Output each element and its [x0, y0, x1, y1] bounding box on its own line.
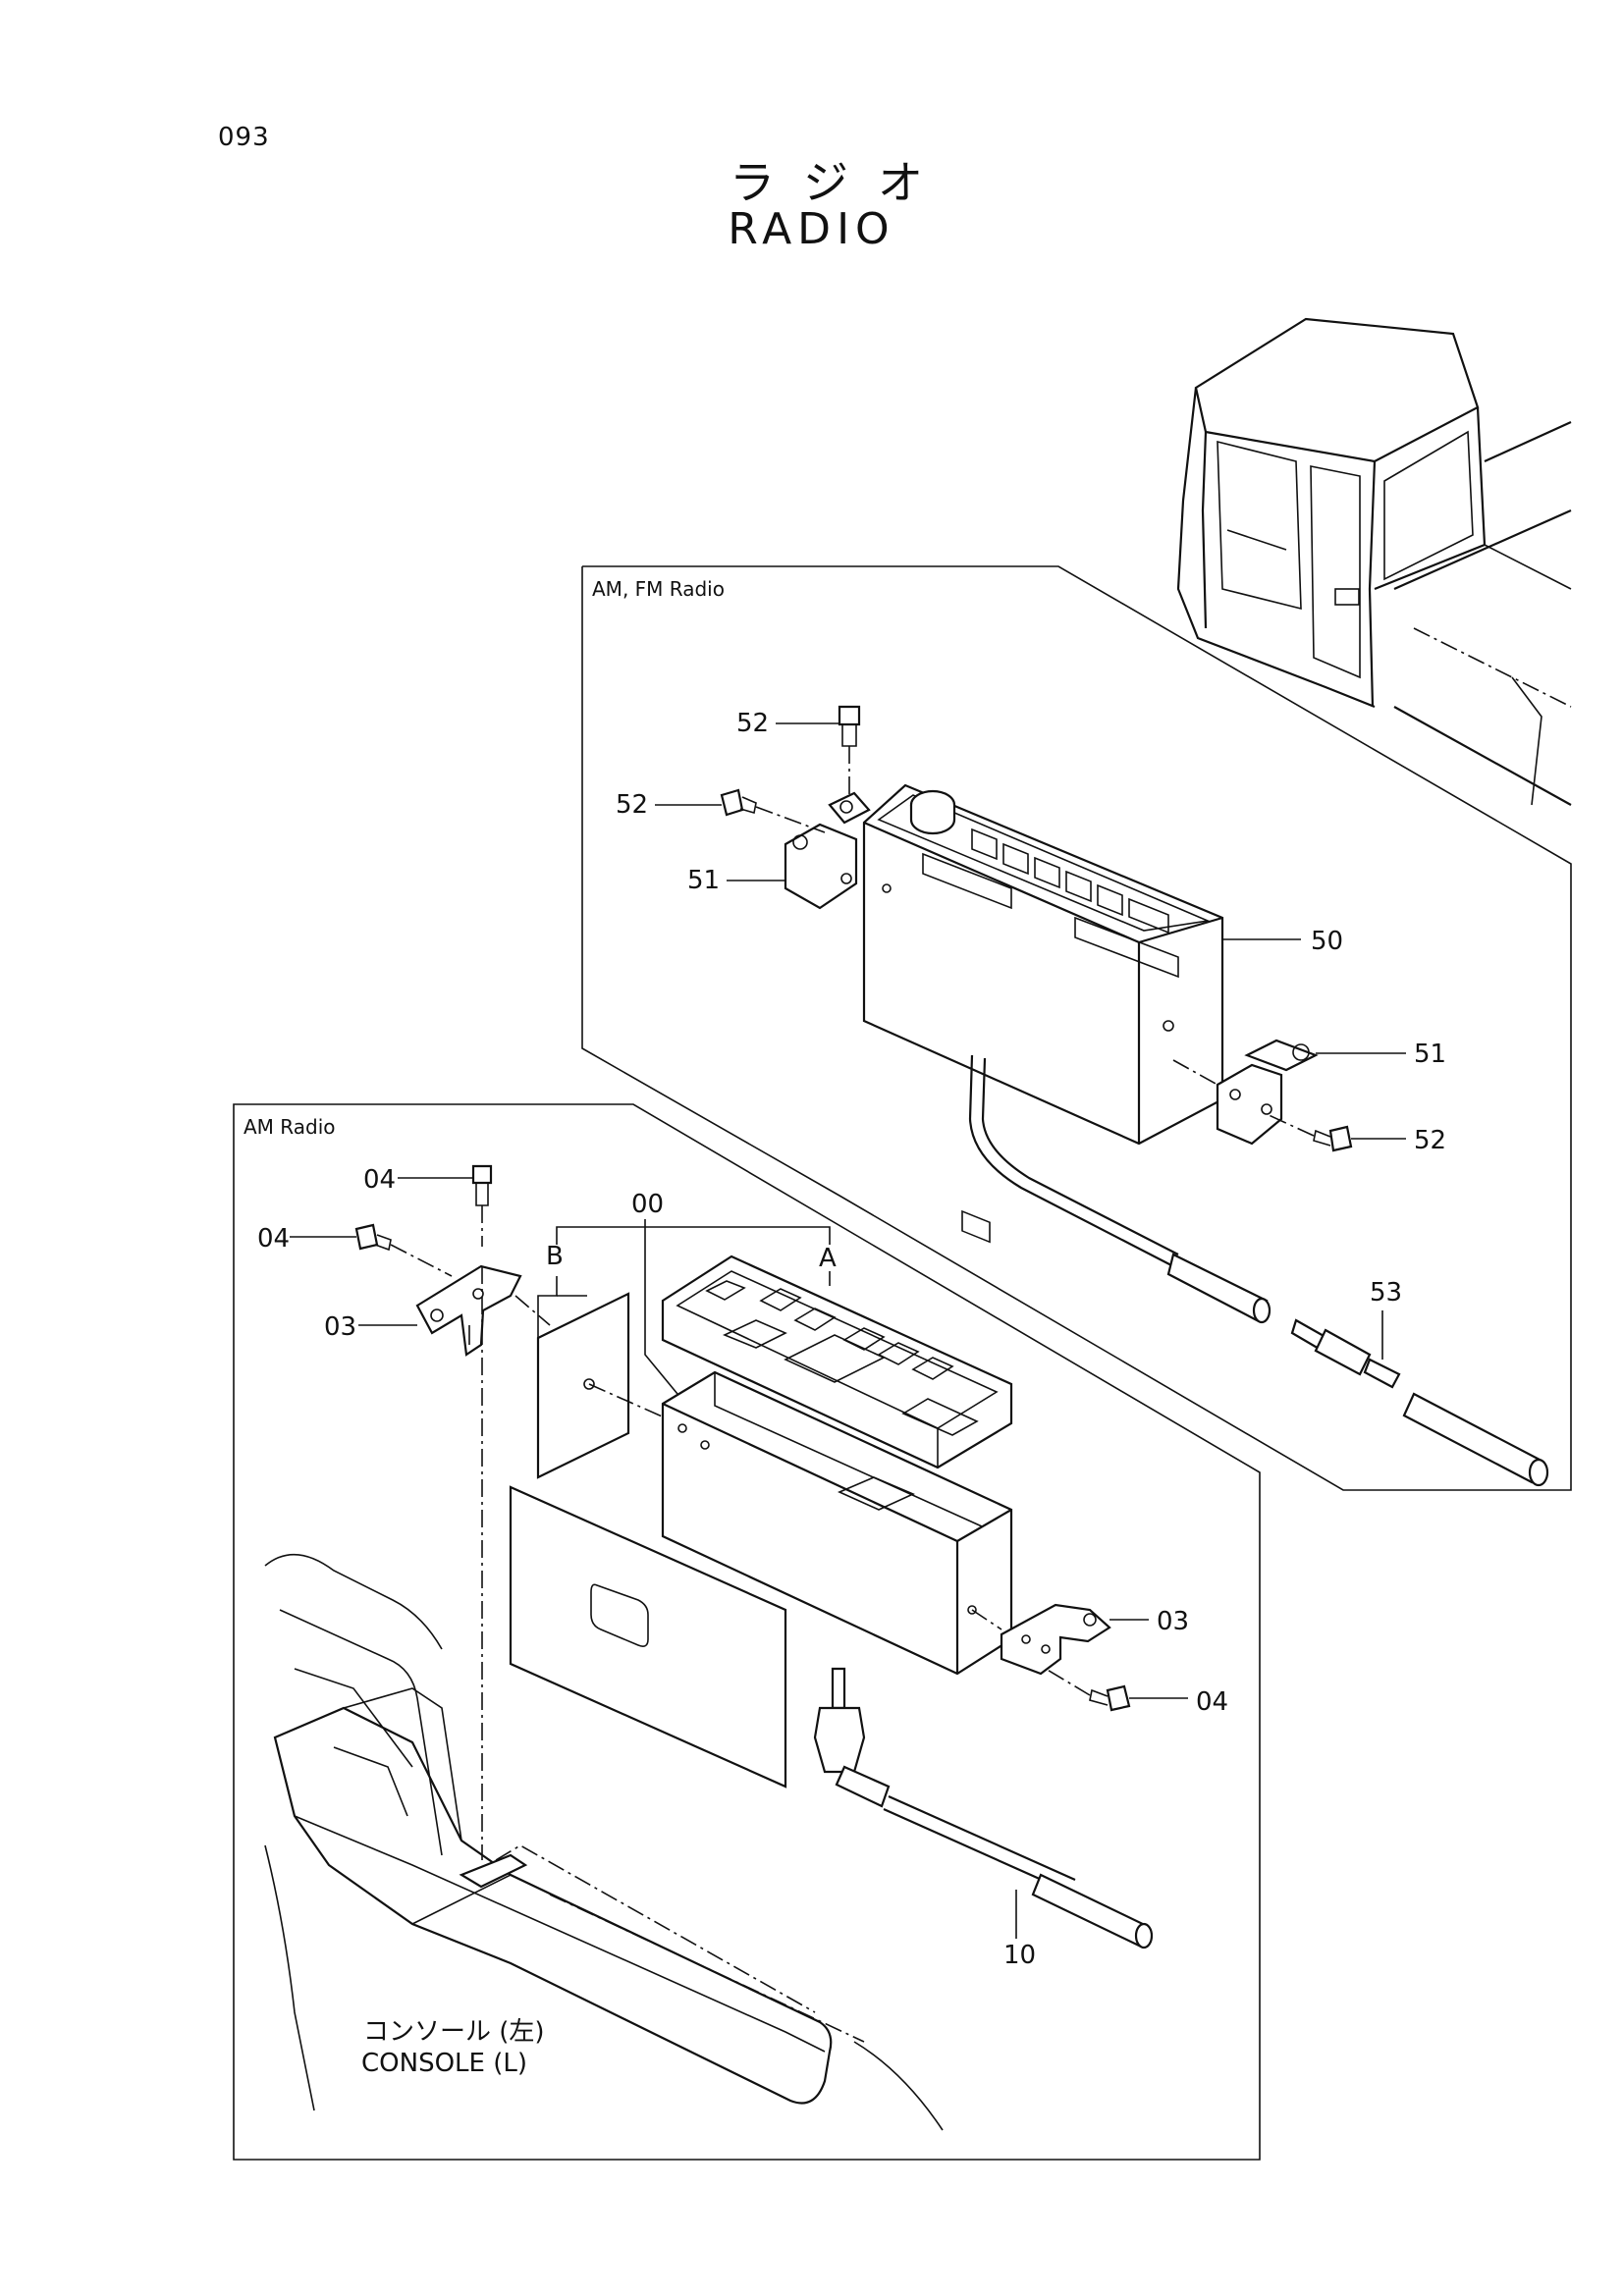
page-title-japanese: ラジオ — [729, 156, 953, 209]
antenna-cable-10: 10 — [813, 1667, 1154, 1970]
callout-50: 50 — [1311, 927, 1343, 956]
callout-51-right: 51 — [1414, 1040, 1446, 1069]
page-title: RADIO — [728, 204, 895, 254]
callout-52-left: 52 — [616, 790, 648, 820]
screw-52-right: 52 — [1266, 1113, 1446, 1155]
console-label: CONSOLE (L) — [361, 2049, 527, 2078]
callout-10: 10 — [1003, 1941, 1036, 1970]
callout-52-right: 52 — [1414, 1126, 1446, 1155]
callout-53: 53 — [1370, 1278, 1402, 1308]
callout-03-right: 03 — [1157, 1607, 1189, 1636]
excavator-cab-illustration — [1176, 317, 1572, 806]
screw-52-top: 52 — [736, 705, 861, 795]
bracket-51-left: 51 — [687, 791, 871, 910]
callout-04-left: 04 — [257, 1224, 290, 1254]
page-number: 093 — [218, 123, 270, 152]
am-fm-radio-panel: AM, FM Radio — [581, 565, 1572, 1491]
callout-03-left: 03 — [324, 1312, 356, 1342]
bracket-03-left: 03 — [324, 1264, 551, 1860]
screw-04-top: 04 — [363, 1164, 493, 1247]
callout-52-top: 52 — [736, 709, 769, 738]
console-left-illustration — [264, 1553, 944, 2131]
antenna-cable-fm — [968, 1054, 1271, 1324]
assembly-group-00: 00 A — [556, 1190, 837, 1395]
callout-04-right: 04 — [1196, 1687, 1228, 1717]
screw-04-left: 04 — [257, 1223, 453, 1277]
am-radio-panel-label: AM Radio — [243, 1115, 336, 1139]
radio-faceplate-a — [661, 1255, 1013, 1469]
bracket-51-right: 51 — [1172, 1039, 1446, 1146]
am-radio-panel: AM Radio — [233, 1103, 1261, 2161]
screw-04-right: 04 — [1045, 1668, 1228, 1717]
callout-a: A — [819, 1244, 837, 1273]
am-fm-radio-panel-label: AM, FM Radio — [592, 577, 725, 601]
insulator-panel-b: B — [536, 1242, 678, 1479]
antenna-extension-53: 53 — [1290, 1278, 1549, 1487]
callout-04-top: 04 — [363, 1165, 396, 1195]
bracket-03-right: 03 — [971, 1603, 1189, 1676]
am-fm-radio-unit: 50 — [862, 783, 1343, 1244]
console-label-japanese: コンソール (左) — [363, 2017, 545, 2047]
cover-plate — [509, 1485, 787, 1789]
callout-b: B — [546, 1242, 564, 1271]
callout-51-left: 51 — [687, 866, 720, 895]
callout-00: 00 — [631, 1190, 664, 1219]
screw-52-left: 52 — [616, 788, 826, 833]
